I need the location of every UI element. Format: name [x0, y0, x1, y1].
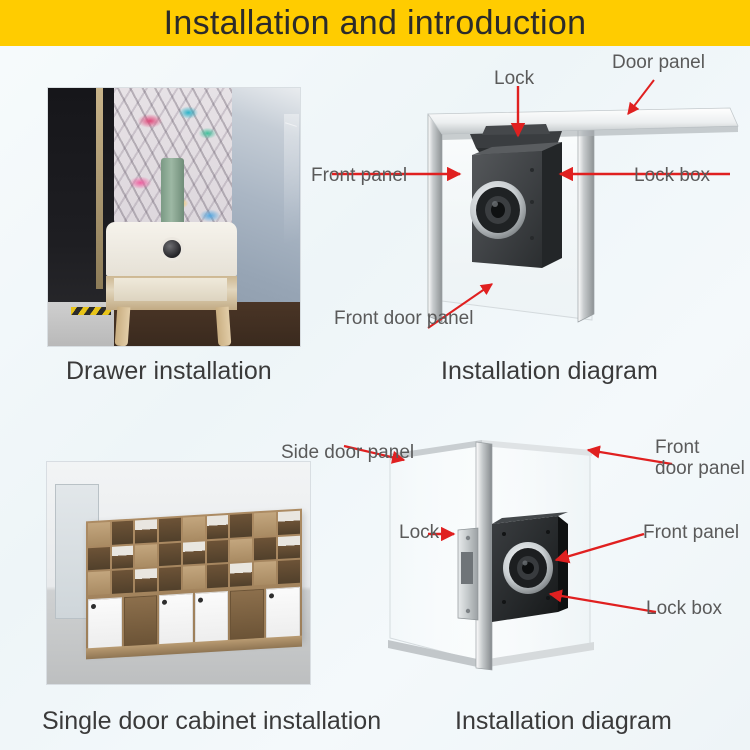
open-shelf-grid [86, 509, 302, 598]
label-lock-box-bottom: Lock box [646, 598, 723, 619]
label-lock-top: Lock [494, 68, 535, 89]
shelf-cell [278, 535, 301, 560]
shelf-cell [183, 541, 206, 566]
shelf-cell [230, 538, 253, 563]
shelf-cell [183, 565, 206, 590]
label-front-door-panel-bottom: Front door panel [655, 437, 750, 480]
cabinet-installation-photo [47, 462, 310, 684]
caption-installation-diagram-bottom: Installation diagram [455, 707, 672, 735]
shelf-cell [112, 520, 134, 545]
label-front-door-panel-line1: Front [655, 437, 700, 458]
shelf-cell [159, 567, 182, 592]
drawer-lock-diagram [310, 52, 750, 352]
bedding-fold [283, 113, 299, 336]
shelf-cell [159, 542, 182, 567]
shelf-cell [278, 560, 301, 585]
shelf-cell [112, 545, 134, 570]
shelf-cell [135, 519, 158, 544]
shelf-cell [112, 570, 134, 595]
caption-drawer-installation: Drawer installation [66, 357, 272, 385]
label-front-panel-top: Front panel [311, 165, 408, 186]
shelf-cell [207, 539, 229, 564]
cabinet-door-with-lock [195, 591, 229, 645]
caption-single-door-cabinet-installation: Single door cabinet installation [42, 707, 382, 735]
brass-trim-strip [95, 88, 104, 290]
label-side-door-panel: Side door panel [281, 442, 415, 463]
cabinet-door-with-lock [159, 593, 194, 647]
shelf-cell [254, 512, 277, 537]
shelf-cell [254, 537, 277, 561]
label-door-panel: Door panel [612, 52, 705, 73]
cabinet-door-with-lock [88, 597, 123, 651]
shelf-cell [135, 568, 158, 593]
shelf-cell [207, 515, 229, 540]
label-front-door-panel-top: Front door panel [334, 308, 474, 329]
shelf-cell [278, 510, 301, 535]
hazard-stripe-marking [70, 307, 111, 316]
page-title: Installation and introduction [163, 4, 587, 42]
shelf-cell [183, 516, 206, 541]
shelf-cell [88, 522, 111, 547]
shelf-cell [88, 546, 111, 571]
shelving-unit [86, 508, 303, 653]
shelf-cell [254, 561, 277, 586]
shelf-cell [135, 544, 158, 569]
label-lock-bottom: Lock [399, 522, 440, 543]
shelf-cell [230, 513, 253, 538]
caption-installation-diagram-top: Installation diagram [441, 357, 658, 385]
installed-lock-knob [162, 240, 181, 259]
cabinet-lock-diagram [300, 412, 750, 702]
shelf-cell [230, 563, 253, 588]
cabinet-open-bay [124, 595, 158, 649]
label-front-door-panel-line2: door panel [655, 458, 745, 480]
nightstand-open-compartment [113, 277, 227, 301]
shelf-cell [88, 571, 111, 596]
drawer-installation-photo [48, 88, 300, 346]
label-lock-box-top: Lock box [634, 165, 711, 186]
header-banner: Installation and introduction [0, 0, 750, 46]
cabinet-open-bay [230, 589, 265, 643]
cabinet-door-with-lock [266, 586, 301, 640]
nightstand-leg-right [215, 306, 231, 346]
label-front-panel-bottom: Front panel [643, 522, 740, 543]
shelf-cell [159, 518, 182, 542]
shelf-cell [207, 564, 229, 589]
